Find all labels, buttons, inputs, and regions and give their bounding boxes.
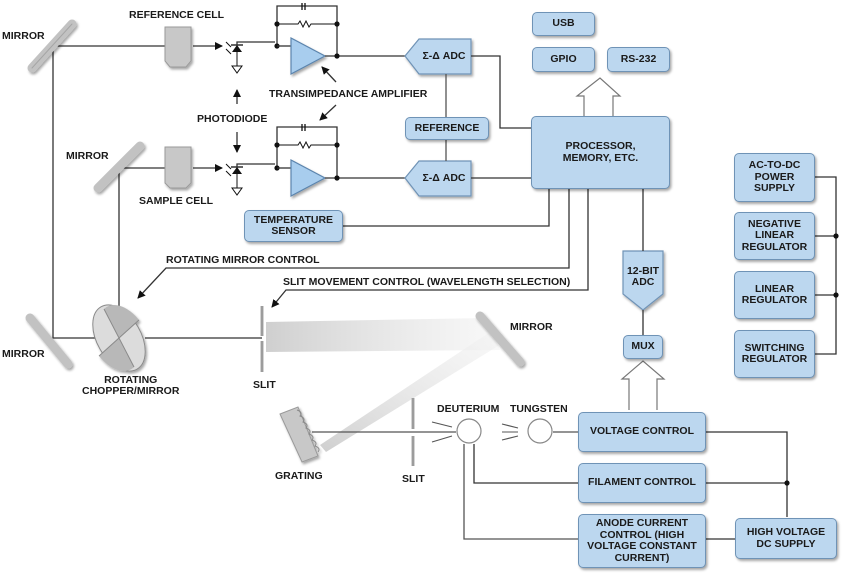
label-slit-upper: SLIT [253, 379, 276, 391]
power-bus-junction-1 [833, 233, 839, 239]
photodiode-bottom-icon [225, 163, 275, 196]
wire-voltage-control-to-hv [706, 431, 788, 517]
mirror-mid-icon [93, 141, 145, 193]
label-slit-lower: SLIT [402, 473, 425, 485]
processor-block: PROCESSOR, MEMORY, ETC. [531, 116, 670, 189]
label-mirror-mid: MIRROR [66, 150, 109, 162]
linear-regulator-block: LINEAR REGULATOR [734, 271, 815, 319]
hollow-arrow-voltage-to-mux [620, 360, 666, 410]
switching-regulator-block: SWITCHING REGULATOR [734, 330, 815, 378]
filament-control-block: FILAMENT CONTROL [578, 463, 706, 503]
optical-path-left-vertical [52, 46, 95, 339]
reference-block: REFERENCE [405, 117, 489, 140]
high-voltage-dc-supply-block: HIGH VOLTAGE DC SUPPLY [735, 518, 837, 559]
label-rotating-chopper-line2: CHOPPER/MIRROR [82, 385, 180, 397]
transimpedance-amplifier-bottom [274, 124, 405, 197]
light-beam-slit-to-mirror [266, 318, 500, 352]
adc-12bit-shape [622, 250, 664, 311]
light-beam-mirror-to-grating [320, 332, 498, 452]
label-slit-movement-control: SLIT MOVEMENT CONTROL (WAVELENGTH SELECT… [283, 276, 571, 288]
label-rotating-mirror-control: ROTATING MIRROR CONTROL [166, 254, 320, 266]
label-transimpedance-amplifier: TRANSIMPEDANCE AMPLIFIER [269, 88, 428, 100]
anode-current-control-block: ANODE CURRENT CONTROL (HIGH VOLTAGE CONS… [578, 514, 706, 568]
tia-arrow-down [319, 104, 337, 121]
wire-processor-to-temperature-sensor [343, 189, 550, 227]
reference-cell-icon [164, 26, 192, 68]
wire-slit-movement-control [271, 189, 589, 308]
label-grating: GRATING [275, 470, 323, 482]
power-bus-junction-2 [833, 292, 839, 298]
hollow-arrow-processor-to-io [575, 77, 622, 116]
wire-adc-top-to-processor [471, 55, 531, 129]
tungsten-lamp-icon [527, 418, 553, 444]
mux-block: MUX [623, 335, 663, 359]
tungsten-light-rays [501, 423, 519, 441]
voltage-control-block: VOLTAGE CONTROL [578, 412, 706, 452]
power-bus [815, 176, 837, 355]
label-mirror-bottom-left: MIRROR [2, 348, 45, 360]
label-rotating-chopper-line1: ROTATING [104, 374, 158, 386]
sample-cell-icon [164, 146, 192, 189]
label-mirror-top: MIRROR [2, 30, 45, 42]
label-sample-cell: SAMPLE CELL [139, 195, 214, 207]
wire-deuterium-to-anode-control [463, 444, 578, 540]
adc-bottom-label: Σ-Δ ADC [422, 172, 466, 184]
label-tungsten: TUNGSTEN [510, 403, 568, 415]
label-rotating-chopper: ROTATING CHOPPER/MIRROR [82, 375, 179, 397]
wire-rotating-mirror-control [137, 189, 570, 299]
label-deuterium: DEUTERIUM [437, 403, 500, 415]
negative-linear-regulator-block: NEGATIVE LINEAR REGULATOR [734, 212, 815, 260]
label-mirror-right: MIRROR [510, 321, 553, 333]
label-photodiode: PHOTODIODE [197, 113, 268, 125]
ac-dc-power-supply-block: AC-TO-DC POWER SUPPLY [734, 153, 815, 202]
tia-arrow-up [321, 66, 337, 83]
mirror-bottom-left-icon [25, 313, 73, 369]
deuterium-lamp-icon [456, 418, 482, 444]
photodiode-top-icon [225, 41, 275, 74]
usb-block: USB [532, 12, 595, 36]
adc-top-label: Σ-Δ ADC [422, 50, 466, 62]
rotating-chopper-icon [92, 304, 146, 372]
adc-12bit-label: 12-BIT ADC [626, 265, 660, 288]
temperature-sensor-block: TEMPERATURE SENSOR [244, 210, 343, 242]
wire-deuterium-to-filament-control [473, 444, 578, 484]
deuterium-light-rays [431, 421, 453, 443]
mirror-right-icon [475, 311, 525, 367]
hv-junction [784, 480, 790, 486]
rs232-block: RS-232 [607, 47, 670, 72]
transimpedance-amplifier-top [274, 3, 405, 75]
gpio-block: GPIO [532, 47, 595, 72]
grating-icon [279, 406, 320, 463]
label-reference-cell: REFERENCE CELL [129, 9, 225, 21]
